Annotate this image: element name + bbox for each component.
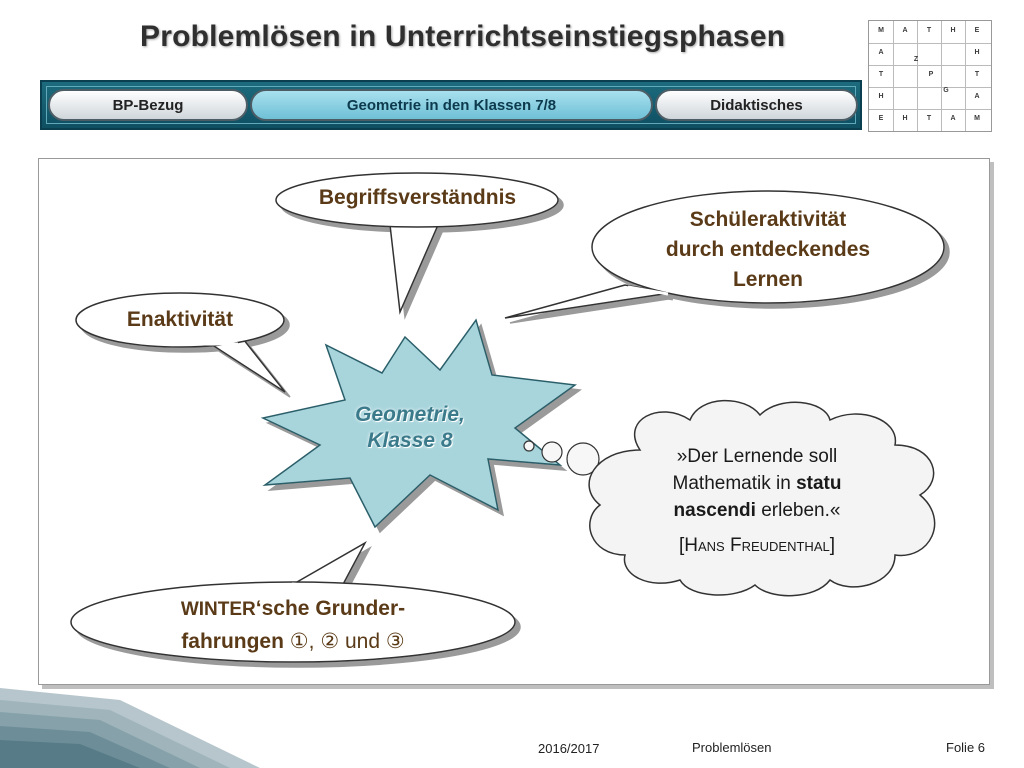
logo-letter: T [926,27,932,34]
logo-letter: H [974,49,980,56]
bubble-begriffsverstaendnis [275,172,559,315]
logo-letter: A [950,115,956,122]
logo-letter: E [974,27,980,34]
quote-line-3: nascendi erleben.« [628,497,886,524]
center-line-1: Geometrie, [355,403,465,426]
winter-line-2: fahrungen ①, ② und ③ [80,626,506,658]
winter-und: und [344,630,381,653]
schueler-line-3: Lernen [732,268,803,291]
quote-author: [Hans Freudenthal] [628,532,886,559]
quote-statu: statu [796,473,842,494]
author-open-bracket: [ [678,535,685,556]
logo-letter: A [878,49,884,56]
winter-name: Winter [180,599,256,620]
schueler-line-2: durch entdeckendes [665,238,871,261]
marker-sep: , [308,630,315,653]
schueler-line-1: Schüleraktivität [689,208,847,231]
logo-letter: H [878,93,884,100]
logo-letter: M [974,115,980,122]
footer-year: 2016/2017 [538,741,600,756]
decor-stripes [0,688,260,768]
thought-dot-small [523,440,535,452]
winter-line-1-rest: ‘sche Grunder- [255,597,406,620]
bubble-schueleraktivitaet [504,190,945,319]
label-schueleraktivitaet: Schüleraktivität durch entdeckendes Lern… [600,205,936,295]
quote-line-3-rest: erleben.« [761,500,841,521]
label-enaktivitaet: Enaktivität [126,308,234,331]
tab-bar: BP-Bezug Geometrie in den Klassen 7/8 Di… [40,80,862,130]
bubble-winter [70,541,516,663]
winter-line-1: Winter‘sche Grunder- [80,593,506,626]
footer-slide-number: Folie 6 [946,740,986,755]
footer-topic: Problemlösen [692,740,772,755]
marker-1: ① [289,630,309,653]
bubble-enaktivitaet [75,292,286,393]
logo-letter: M [878,27,884,34]
tab-didaktisches[interactable]: Didaktisches [655,89,858,121]
logo-letter: Z [913,56,919,63]
center-line-2: Klasse 8 [367,429,453,452]
logo-letter: A [902,27,908,34]
label-winter: Winter‘sche Grunder- fahrungen ①, ② und … [80,593,506,658]
logo-letter: A [974,93,980,100]
freudenthal-quote: »Der Lernende soll Mathematik in statu n… [628,443,886,559]
winter-fahrungen: fahrungen [181,630,284,653]
tab-geometrie[interactable]: Geometrie in den Klassen 7/8 [250,89,653,121]
logo-letter: H [902,115,908,122]
quote-line-2: Mathematik in statu [628,470,886,497]
mathe-logo: M A T H E A H T T H A E H T A M Z P G [868,20,992,132]
label-begriffsverstaendnis: Begriffsverständnis [318,186,517,209]
author-close-bracket: ] [829,535,836,556]
logo-letter: T [878,71,884,78]
tab-bp-bezug[interactable]: BP-Bezug [48,89,248,121]
logo-letter: H [950,27,956,34]
quote-line-1: »Der Lernende soll [676,446,838,467]
author-name: Hans Freudenthal [684,535,830,556]
logo-letter: E [878,115,884,122]
logo-letter: T [926,115,932,122]
slide-title: Problemlösen in Unterrichtseinstiegsphas… [140,20,786,53]
logo-letter: T [974,71,980,78]
logo-letter: P [928,71,934,78]
marker-2: ② [320,630,340,653]
quote-line-2-text: Mathematik in [672,473,791,494]
quote-nascendi: nascendi [673,500,756,521]
thought-cloud [588,399,936,597]
thought-dot-medium [541,441,563,463]
logo-letter: G [943,87,949,94]
marker-3: ③ [385,630,405,653]
center-label: Geometrie, Klasse 8 [330,402,490,454]
thought-dot-large [566,442,600,476]
center-star [260,318,578,529]
